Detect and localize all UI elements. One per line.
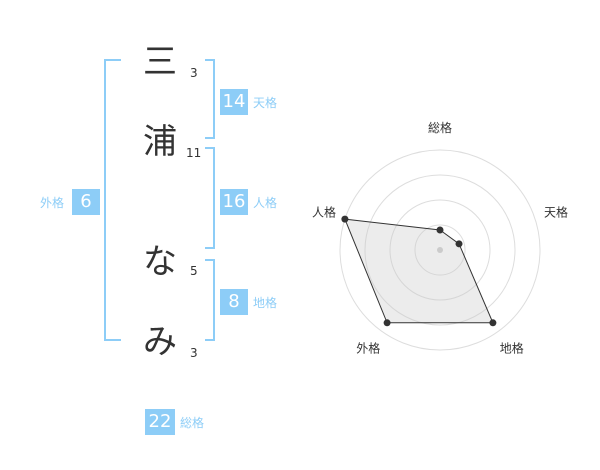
radar-ring-3	[364, 174, 516, 326]
jinkaku-label: 人格	[253, 196, 278, 210]
name-char-3: な	[143, 242, 177, 282]
chikaku-bracket	[205, 259, 215, 341]
radar-axis-label-2: 天格	[544, 204, 568, 219]
radar-point-3	[489, 319, 497, 327]
stroke-count-4: 3	[190, 346, 198, 360]
soukaku-badge: 22	[145, 409, 175, 435]
outer-bracket	[104, 59, 121, 341]
radar-axis-label-5: 人格	[312, 204, 336, 219]
radar-axis-label-1: 総格	[428, 120, 452, 135]
radar-ring-2	[389, 199, 491, 301]
radar-ring-4	[339, 149, 541, 351]
name-char-1: 三	[143, 42, 177, 82]
name-char-4: み	[143, 322, 177, 362]
radar-point-5	[341, 215, 349, 223]
radar-data-polygon	[344, 218, 494, 324]
stroke-count-2: 11	[186, 146, 202, 160]
radar-point-2	[455, 240, 463, 248]
gaikaku-badge: 6	[72, 189, 100, 215]
tenkaku-badge: 14	[220, 89, 248, 115]
tenkaku-label: 天格	[253, 96, 278, 110]
radar-axis-label-3: 地格	[500, 341, 524, 356]
radar-point-4	[383, 319, 391, 327]
radar-center-dot	[437, 247, 443, 253]
radar-axis-label-4: 外格	[356, 341, 380, 356]
jinkaku-badge: 16	[220, 189, 248, 215]
stroke-count-1: 3	[190, 66, 198, 80]
gaikaku-label: 外格	[40, 196, 65, 210]
stroke-count-3: 5	[190, 264, 198, 278]
tenkaku-bracket	[205, 59, 215, 139]
chikaku-label: 地格	[253, 296, 278, 310]
radar-point-1	[436, 226, 444, 234]
soukaku-label: 総格	[180, 416, 205, 430]
name-char-2: 浦	[143, 122, 177, 162]
radar-ring-1	[414, 224, 466, 276]
chikaku-badge: 8	[220, 289, 248, 315]
jinkaku-bracket	[205, 147, 215, 249]
